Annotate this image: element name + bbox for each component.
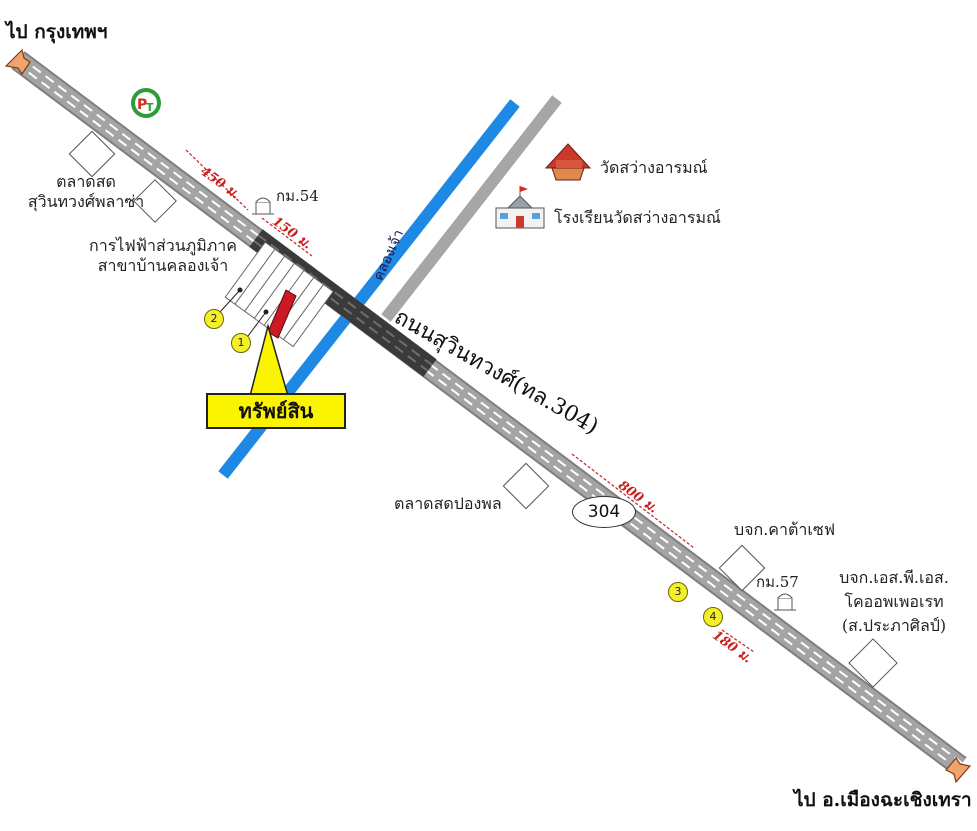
pt-gas-station-icon: P T: [131, 88, 161, 118]
market-pongphon-label: ตลาดสดปองพล: [394, 494, 502, 513]
temple-label: วัดสว่างอารมณ์: [600, 158, 708, 177]
property-highlight: [267, 289, 297, 339]
point-marker-1: 1: [231, 333, 251, 353]
cp-company-building: [718, 544, 766, 592]
property-callout: ทรัพย์สิน: [206, 393, 346, 429]
school-icon: [495, 186, 545, 229]
market-suwinthawong-building: [68, 130, 116, 178]
market-pongphon-building: [502, 462, 550, 510]
pea-building: [133, 179, 177, 223]
point-marker-3: 3: [668, 582, 688, 602]
km54-label: กม.54: [276, 187, 319, 205]
destination-bangkok: ไป กรุงเทพฯ: [6, 21, 108, 43]
pea-label: การไฟฟ้าส่วนภูมิภาค สาขาบ้านคลองเจ้า: [89, 236, 237, 275]
side-road: [381, 95, 562, 322]
arrow-icon: [945, 756, 972, 784]
route-304-badge: 304: [572, 496, 636, 528]
km-post-icon: [252, 197, 274, 215]
main-road: [11, 51, 967, 775]
km57-label: กม.57: [756, 573, 799, 591]
sps-company-label: บจก.เอส.พี.เอส. โคออพเพอเรท (ส.ประภาศิลป…: [839, 568, 949, 635]
market-suwinthawong-label: ตลาดสด สุวินทวงศ์พลาซ่า: [27, 172, 145, 211]
destination-chachoengsao: ไป อ.เมืองฉะเชิงเทรา: [794, 789, 972, 811]
arrow-icon: [4, 48, 31, 76]
point-marker-4: 4: [703, 607, 723, 627]
svg-text:T: T: [146, 101, 154, 114]
point-marker-2: 2: [204, 309, 224, 329]
temple-icon: [544, 143, 592, 181]
school-label: โรงเรียนวัดสว่างอารมณ์: [554, 208, 721, 227]
sps-company-building: [848, 638, 898, 688]
cp-company-label: บจก.คาต้าเซฟ: [734, 520, 836, 539]
svg-text:P: P: [137, 97, 147, 113]
km-post-icon: [774, 593, 796, 611]
